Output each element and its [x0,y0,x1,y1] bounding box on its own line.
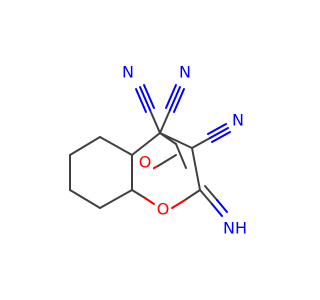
imine-nh-label: NH [223,219,247,238]
molecule-structure: N N N O O NH [69,61,250,238]
bond [143,84,155,109]
bond [99,136,133,156]
bond [99,189,133,209]
bond [159,109,171,134]
bond [209,127,229,139]
nitrile-groups [135,84,231,149]
bond [69,136,101,156]
bond [69,189,101,209]
bond [199,189,213,205]
nitrile-n3-label: N [232,111,244,130]
bond [211,131,231,143]
bond [135,88,147,113]
bond [207,123,227,135]
bond [159,132,177,145]
nitrile-n1-label: N [122,63,134,82]
bond [149,109,161,134]
imine-group [199,185,228,217]
bridge-oxygen-label: O [139,153,152,172]
atom-labels: N N N O O NH [120,61,250,238]
nitrile-n2-label: N [179,63,191,82]
bond [211,203,223,217]
bond [169,86,181,111]
bond [175,143,187,169]
bond [131,132,161,156]
bond [139,86,151,111]
bond [157,154,177,167]
bond [191,137,211,149]
bond [191,147,201,191]
bond [165,84,177,109]
bond [171,199,186,209]
bond [184,189,201,201]
ring-oxygen-label: O [157,200,170,219]
bond [173,88,185,113]
bond [204,185,218,201]
cyclohexane-ring [69,136,133,209]
bond [216,199,228,213]
bond [131,189,146,199]
bond [144,197,155,205]
